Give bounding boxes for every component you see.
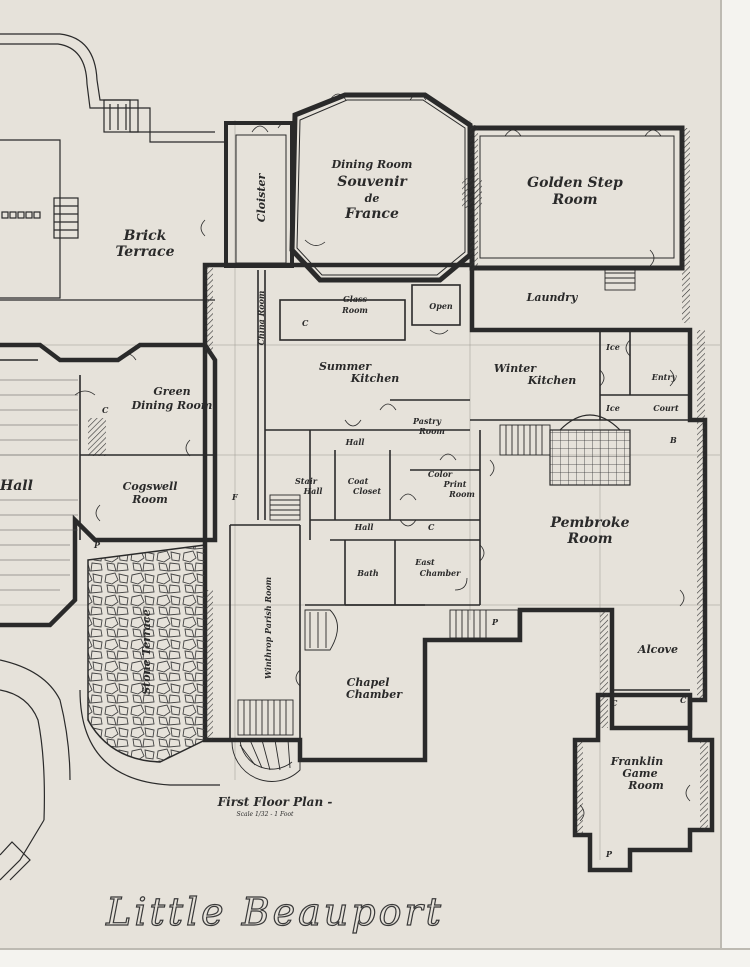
green-dining-room-label: Green <box>153 385 190 398</box>
winter-kitchen-label-2: Kitchen <box>527 374 577 387</box>
plan-scale: Scale 1/32 - 1 Foot <box>237 811 295 818</box>
cloister-label: Cloister <box>255 173 268 223</box>
tiled-court-floor <box>549 429 631 486</box>
cogswell-room-label-2: Room <box>131 493 167 506</box>
chapel-chamber-label-2: Chamber <box>346 688 403 701</box>
green-dining-room-label-2: Dining Room <box>131 399 213 412</box>
open-label: Open <box>429 301 453 311</box>
floor-plan-drawing: Dining Room Souvenir de France Golden St… <box>0 33 720 935</box>
winter-kitchen-label: Winter <box>494 362 537 375</box>
mat-frame-bottom <box>0 948 750 967</box>
dining-room-label: Dining Room <box>331 158 413 171</box>
door-swings <box>74 93 691 822</box>
court-label: Court <box>653 403 679 413</box>
pembroke-room-label: Pembroke <box>550 515 630 531</box>
room-labels: Dining Room Souvenir de France Golden St… <box>0 158 687 859</box>
glass-room-label-2: Room <box>341 305 368 315</box>
hall-left-label: Hall <box>0 478 33 494</box>
color-print-room-label: Color <box>428 469 453 479</box>
bath-label: Bath <box>356 568 379 578</box>
coat-closet-label-2: Closet <box>353 486 381 496</box>
plan-title: First Floor Plan - <box>217 795 333 809</box>
passage-mark: P <box>93 540 101 550</box>
glass-room-label: Glass <box>343 294 368 304</box>
entry-label: Entry <box>651 372 678 382</box>
cogswell-room-label: Cogswell <box>123 480 178 493</box>
stair-hall-label: Stair <box>295 476 318 486</box>
mat-frame-right <box>720 0 750 967</box>
upper-left-outline <box>0 33 225 301</box>
franklin-game-room-label-3: Room <box>627 779 663 792</box>
terrace-curves <box>0 659 220 881</box>
alcove-label: Alcove <box>637 643 678 656</box>
dining-room-label-4: France <box>344 206 399 222</box>
franklin-game-room-label: Franklin <box>610 755 664 768</box>
coat-closet-label: Coat <box>348 476 369 486</box>
wall-hatching <box>88 125 708 835</box>
east-chamber-label-2: Chamber <box>420 568 462 578</box>
summer-kitchen-label-2: Kitchen <box>350 372 400 385</box>
pastry-room-label-2: Room <box>418 426 445 436</box>
golden-step-room-label-2: Room <box>551 192 597 208</box>
stone-terrace-paving <box>87 544 206 763</box>
hall-floor-boards <box>0 379 78 591</box>
stone-terrace-label: Stone Terrace <box>140 609 153 695</box>
brick-terrace-label: Brick <box>123 228 167 244</box>
stairs <box>231 267 636 782</box>
closet-mark-4: C <box>611 698 618 708</box>
passage-mark-3: P <box>605 849 613 859</box>
laundry-label: Laundry <box>526 291 579 304</box>
ice-label-upper: Ice <box>605 342 620 352</box>
china-room-label: China Room <box>256 291 266 346</box>
pastry-room-label: Pastry <box>412 416 442 426</box>
summer-kitchen-label: Summer <box>319 360 372 373</box>
winthrop-parish-room-label: Winthrop Parish Room <box>263 577 273 679</box>
ice-label-lower: Ice <box>605 403 620 413</box>
sheet-title: Little Beauport <box>105 890 444 934</box>
east-chamber-label: East <box>414 557 435 567</box>
color-print-room-label-2: Print <box>443 479 467 489</box>
hall-small-label: Hall <box>345 437 365 447</box>
fireplace-mark: F <box>231 492 239 502</box>
dining-room-label-2: Souvenir <box>337 174 408 190</box>
closet-mark-3: C <box>428 522 435 532</box>
closet-mark: C <box>102 405 109 415</box>
brick-terrace-label-2: Terrace <box>116 244 175 260</box>
color-print-room-label-3: Room <box>448 489 475 499</box>
dining-room-label-3: de <box>365 192 380 205</box>
passage-mark-2: P <box>491 617 499 627</box>
pembroke-room-label-2: Room <box>566 531 612 547</box>
chapel-chamber-label: Chapel <box>347 676 390 689</box>
hall-center-label: Hall <box>354 522 374 532</box>
stair-hall-label-2: Hall <box>303 486 323 496</box>
closet-mark-5: C <box>680 695 687 705</box>
golden-step-room-label: Golden Step <box>527 175 623 191</box>
bookcase-mark: B <box>669 435 677 445</box>
closet-mark-2: C <box>302 318 309 328</box>
franklin-game-room-label-2: Game <box>622 767 657 780</box>
interior-walls <box>0 270 705 740</box>
